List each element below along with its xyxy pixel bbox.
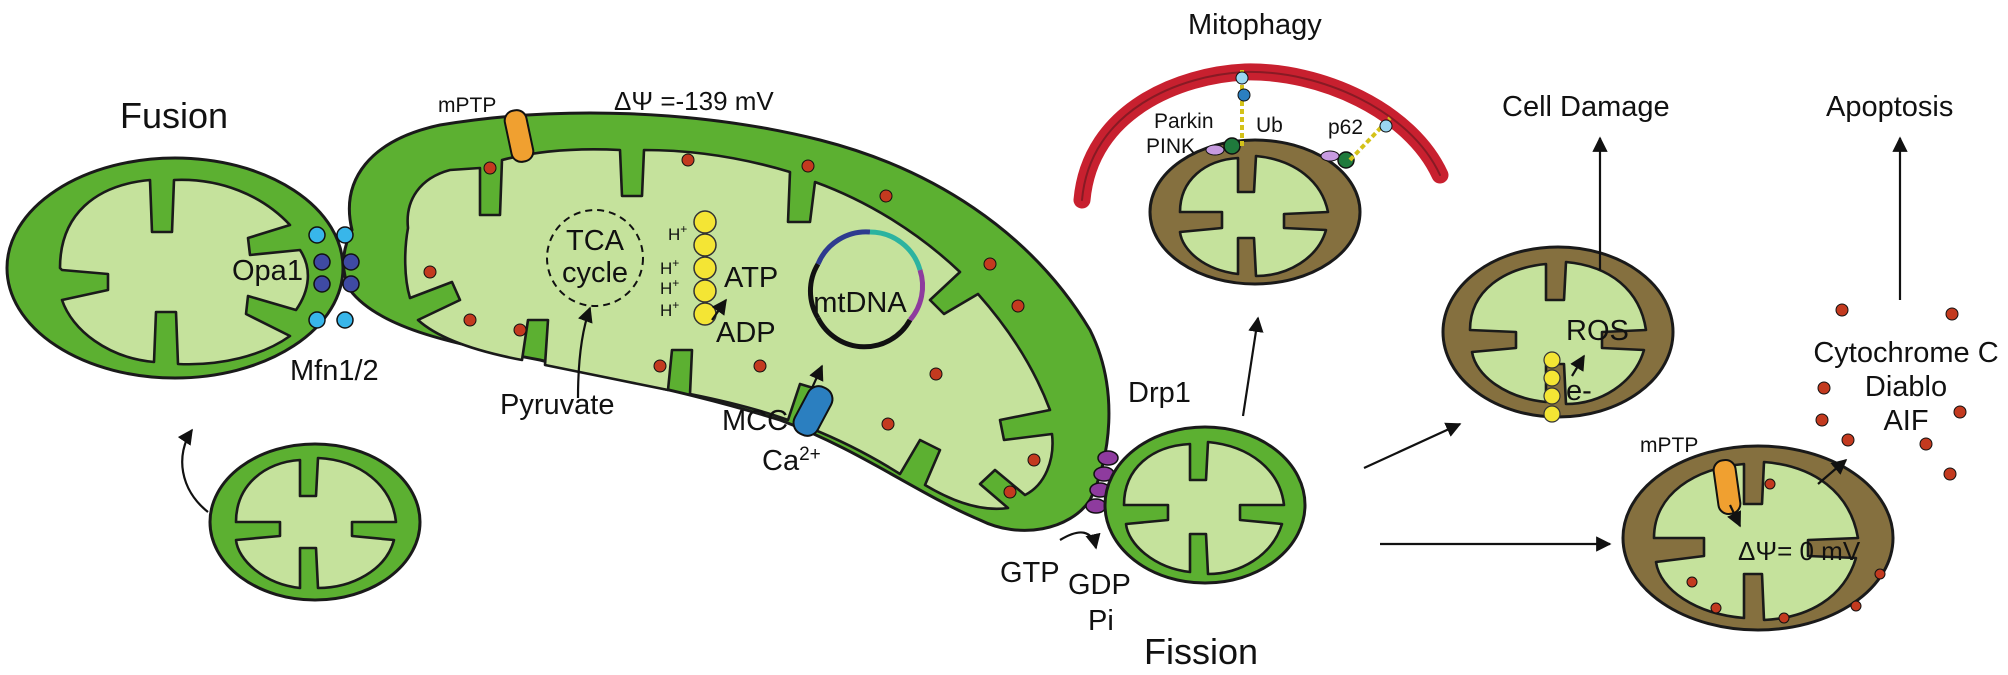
gtp-label: GTP [1000,557,1060,589]
drp1-label: Drp1 [1128,377,1191,409]
to-ros-arrow [1363,422,1462,469]
pyruvate-label: Pyruvate [500,389,614,421]
inner-membrane-cristae [234,456,398,590]
released-apoptotic-factors [1815,303,1967,481]
opa1-proteins [313,253,360,293]
cytochrome-label: Cytochrome C [1813,337,1998,369]
svg-text:H+: H+ [660,298,679,320]
mtdna-ring [807,229,926,350]
mitophagy-group: Parkin PINK Ub p62 [1073,63,1449,286]
mptp-label-bottom: mPTP [1640,434,1698,457]
diablo-label: Diablo [1865,371,1947,403]
p62-label: p62 [1328,116,1363,139]
tca-cycle-circle [546,209,644,307]
electron-transport-chain [1543,351,1561,423]
small-mitochondrion-bottom [208,442,422,602]
mptp-channel-top [503,109,535,163]
mptp-label-top: mPTP [438,94,496,117]
mitophagy-arrow [1241,316,1264,417]
mitophagy-title: Mitophagy [1188,9,1322,41]
adp-label: ADP [716,317,776,349]
pink-label: PINK [1146,135,1195,158]
calcium-label: Ca2+ [762,444,821,477]
ub-label: Ub [1256,114,1283,137]
mcc-label: MCC [722,405,788,437]
pi-label: Pi [1088,605,1114,637]
ros-label: ROS [1566,315,1629,347]
opa1-label: Opa1 [232,255,303,287]
fission-title: Fission [1144,631,1258,672]
parkin-label: Parkin [1154,110,1214,133]
gtp-hydrolysis-arrow [1059,531,1101,550]
pyruvate-arrow [576,306,593,399]
apoptosis-title: Apoptosis [1826,91,1953,123]
fusion-title: Fusion [120,95,228,136]
ros-mitochondrion [1441,245,1675,419]
adp-atp-arrow [711,298,727,321]
atp-synthase [693,210,717,326]
mtdna-label: mtDNA [813,287,907,319]
tca-label-line1: TCA [566,225,625,257]
parkin-marker [1223,137,1241,155]
cell-damage-title: Cell Damage [1502,91,1670,123]
fusing-mitochondrion-left [5,156,345,380]
aif-label: AIF [1883,405,1928,437]
cytochrome-release-arrow [1817,458,1848,485]
electron-label: e- [1566,375,1592,407]
fusion-arrow [177,428,209,513]
inner-membrane-cristae [1468,260,1648,406]
mptp-release-arrow [1727,504,1741,528]
svg-text:H+: H+ [668,222,687,244]
tca-label-line2: cycle [562,257,628,289]
svg-text:H+: H+ [660,276,679,298]
membrane-potential-zero-label: ΔΨ= 0 mV [1738,536,1861,566]
matrix-particles [423,153,1886,624]
gdp-label: GDP [1068,569,1131,601]
atp-label: ATP [724,262,778,294]
inner-membrane-cristae [1122,440,1286,576]
daughter-mitochondrion-fission [1103,425,1307,585]
proton-labels: H+ H+ H+ H+ [660,222,687,320]
ros-arrow [1570,354,1585,377]
calcium-arrow [809,364,824,389]
mfn-label: Mfn1/2 [290,355,379,387]
phagophore-membrane [1073,63,1449,209]
svg-text:H+: H+ [660,256,679,278]
inner-membrane-cristae [1178,154,1330,278]
inner-membrane-cristae [58,178,310,366]
mcc-channel [792,385,834,437]
membrane-potential-label: ΔΨ =-139 mV [614,86,774,116]
mfn-proteins [308,226,354,329]
